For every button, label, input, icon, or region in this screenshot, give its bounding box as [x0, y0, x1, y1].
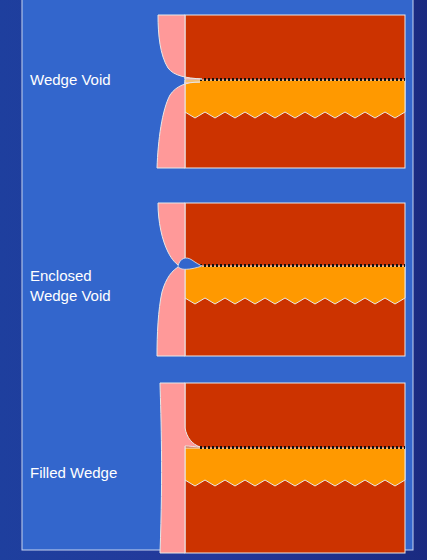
figure-label: Wedge Void	[30, 70, 140, 90]
filled-wedge-figure	[160, 383, 405, 553]
panel-ground	[22, 0, 413, 550]
figure-label: Enclosed Wedge Void	[30, 266, 140, 306]
figure-label: Filled Wedge	[30, 463, 140, 483]
enclosed-wedge-void-figure	[157, 203, 405, 356]
wedge-void-figure	[157, 15, 405, 168]
